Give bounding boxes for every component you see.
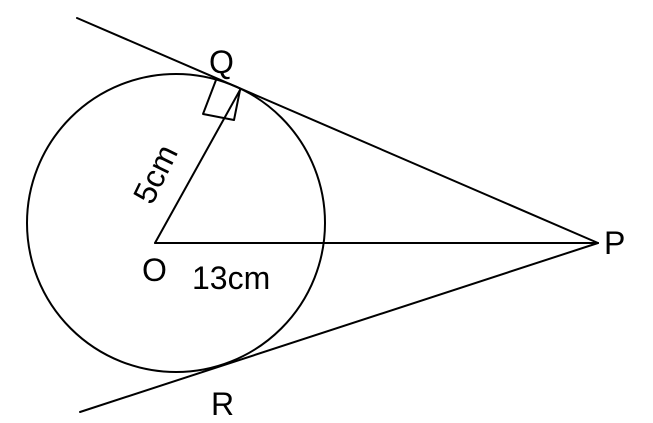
label-radius-length: 5cm [126,139,185,209]
label-o: O [142,252,167,288]
right-angle-marker [202,79,241,121]
tangent-line-upper [76,17,599,244]
circle [26,73,326,373]
tangent-line-lower [79,242,599,413]
label-r: R [211,386,234,422]
label-op-length: 13cm [192,260,270,296]
radius-oq [154,89,241,244]
label-q: Q [209,44,234,80]
label-p: P [604,225,625,261]
